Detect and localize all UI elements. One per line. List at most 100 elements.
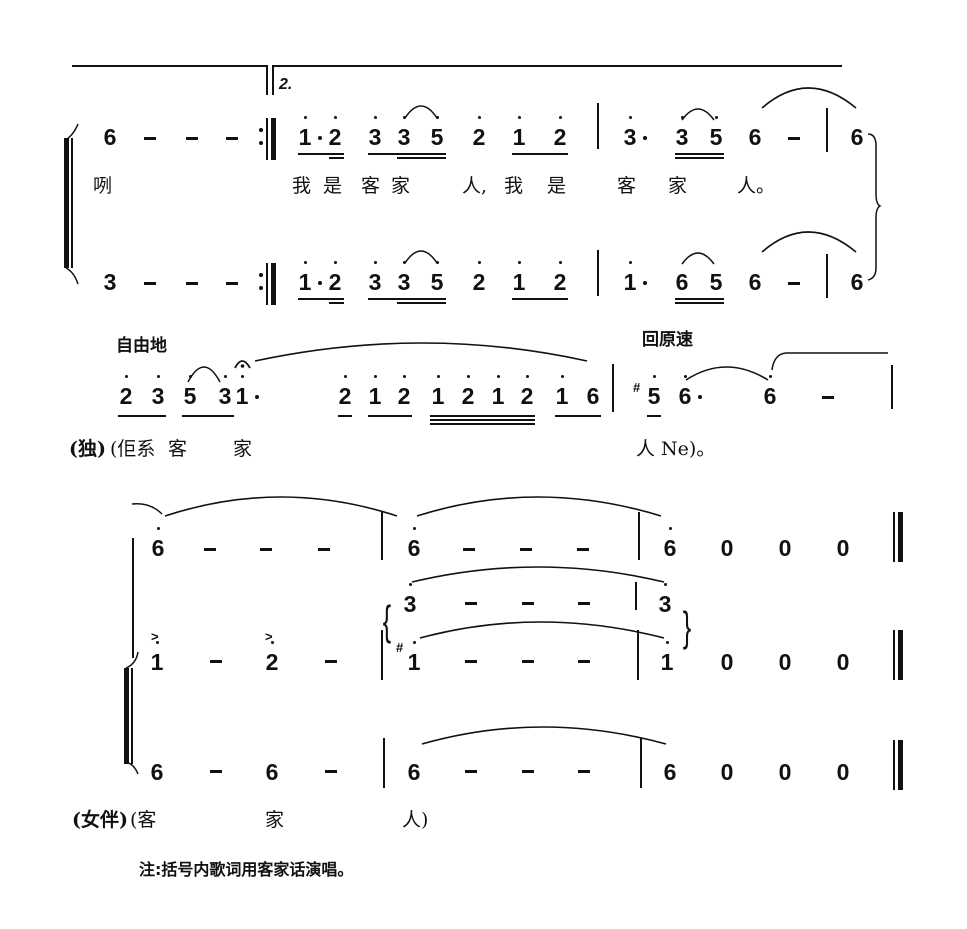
- barline: [612, 364, 614, 412]
- underline: [397, 157, 446, 159]
- underline: [118, 415, 166, 417]
- note: 3: [367, 116, 383, 149]
- note: 6: [662, 527, 678, 560]
- note: 2: [471, 261, 487, 294]
- barline: [381, 630, 383, 680]
- barline: [266, 263, 268, 305]
- bracket-hook: [131, 502, 163, 515]
- sustain-dash: [210, 660, 222, 663]
- sustain-dash: [465, 660, 477, 663]
- note: 1: [622, 261, 638, 294]
- note: 5: [182, 375, 198, 408]
- right-brace: [867, 133, 882, 281]
- dot: [643, 136, 647, 140]
- barline: [597, 103, 599, 149]
- note: 3: [674, 116, 690, 149]
- note: 3: [657, 583, 673, 616]
- note: 2: [552, 116, 568, 149]
- right-brace: }: [682, 603, 692, 650]
- lyric: 我: [292, 175, 312, 197]
- note: 6: [150, 759, 164, 785]
- dot: [643, 281, 647, 285]
- underline: [397, 302, 446, 304]
- note: 1: [367, 375, 383, 408]
- slur: [404, 250, 438, 264]
- note: 1: [511, 116, 527, 149]
- note: 1: [297, 261, 313, 294]
- note: 5: [709, 269, 723, 295]
- underline: [298, 153, 344, 155]
- note: 1: [406, 641, 422, 674]
- bracket-hook-bottom: [125, 761, 139, 775]
- underline: [329, 157, 344, 159]
- sustain-dash: [186, 282, 198, 285]
- underline: [675, 157, 724, 159]
- note: 2: [460, 375, 476, 408]
- tie: [761, 87, 857, 109]
- sustain-dash: [522, 660, 534, 663]
- rest: 0: [778, 535, 792, 561]
- final-barline-thick: [898, 740, 903, 790]
- underline: [298, 298, 344, 300]
- sustain-dash: [522, 602, 534, 605]
- sustain-dash: [226, 137, 238, 140]
- lyric: 人): [402, 809, 429, 831]
- note: 5: [429, 261, 445, 294]
- underline: [430, 415, 535, 417]
- barline: [891, 365, 893, 409]
- sustain-dash: [822, 396, 834, 399]
- lyric: 人 Ne)。: [636, 438, 716, 460]
- sustain-dash: [318, 548, 330, 551]
- note: 2: [264, 641, 280, 674]
- sustain-dash: [144, 282, 156, 285]
- note: 6: [850, 269, 864, 295]
- phrase-slur: [254, 342, 588, 362]
- bracket-hook-top: [65, 123, 79, 141]
- bracket-hook-bottom: [65, 267, 79, 285]
- tie: [421, 726, 667, 745]
- final-barline-thin: [893, 512, 895, 562]
- volta-bracket: [266, 65, 268, 95]
- lyric: 家: [668, 175, 688, 197]
- underline: [512, 298, 568, 300]
- sustain-dash: [260, 548, 272, 551]
- note: 6: [150, 527, 166, 560]
- dot: [255, 395, 259, 399]
- lyric: 是: [323, 175, 343, 197]
- note: 6: [103, 124, 117, 150]
- sustain-dash: [465, 770, 477, 773]
- note: 1: [149, 641, 165, 674]
- sustain-dash: [520, 548, 532, 551]
- rest: 0: [836, 535, 850, 561]
- underline: [329, 302, 344, 304]
- volta-line-2: [272, 65, 842, 67]
- system-bracket: [124, 668, 129, 764]
- rest: 0: [720, 535, 734, 561]
- sustain-dash: [144, 137, 156, 140]
- note: 3: [367, 261, 383, 294]
- lyric: 家: [233, 438, 253, 460]
- slur: [681, 252, 715, 265]
- note: 2: [337, 375, 353, 408]
- tie: [164, 496, 398, 517]
- underline: [675, 298, 724, 300]
- sustain-dash: [578, 770, 590, 773]
- rest: 0: [720, 759, 734, 785]
- sustain-dash: [226, 282, 238, 285]
- underline: [647, 415, 661, 417]
- note: 2: [519, 375, 535, 408]
- tie: [411, 566, 665, 583]
- volta-bracket-2: [272, 65, 274, 95]
- note: 2: [327, 261, 343, 294]
- final-barline-thin: [893, 740, 895, 790]
- note: 6: [663, 759, 677, 785]
- sustain-dash: [578, 660, 590, 663]
- rest: 0: [836, 759, 850, 785]
- sustain-dash: [788, 282, 800, 285]
- sustain-dash: [325, 660, 337, 663]
- repeat-dot: [259, 128, 263, 132]
- sharp-sign: #: [633, 380, 641, 395]
- barline: [826, 254, 828, 298]
- note: 6: [675, 269, 689, 295]
- lyric-label-solo: (独): [69, 438, 106, 460]
